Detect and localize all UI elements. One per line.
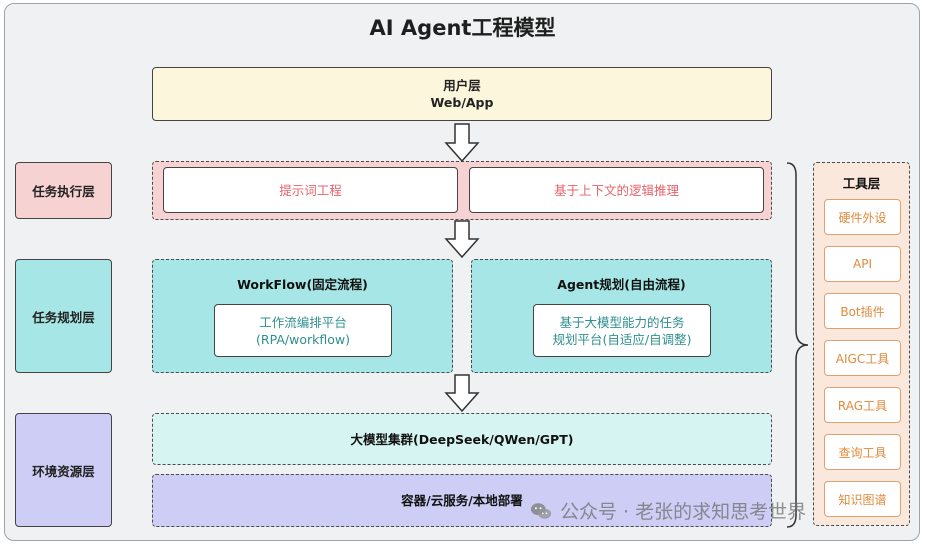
arrow-down-2	[444, 220, 480, 259]
workflow-title: WorkFlow(固定流程)	[237, 277, 368, 292]
right-brace	[786, 162, 809, 528]
agent-plan-title: Agent规划(自由流程)	[557, 277, 686, 292]
tool-aigc: AIGC工具	[824, 340, 901, 376]
model-cluster-text: 大模型集群(DeepSeek/QWen/GPT)	[350, 431, 574, 447]
tools-title: 工具层	[842, 176, 881, 191]
agent-plan-platform-line2: 规划平台(自适应/自调整)	[552, 331, 692, 347]
layer-label-task-plan: 任务规划层	[15, 259, 112, 373]
arrow-down-3	[444, 374, 480, 413]
infra-text: 容器/云服务/本地部署	[401, 493, 523, 508]
agent-plan-platform-box: 基于大模型能力的任务 规划平台(自适应/自调整)	[533, 304, 711, 357]
infra-box: 容器/云服务/本地部署	[152, 474, 772, 527]
prompt-engineering-box: 提示词工程	[163, 167, 458, 213]
watermark-text: 公众号 · 老张的求知思考世界	[560, 501, 807, 523]
layer-label-task-exec: 任务执行层	[15, 162, 112, 219]
layer-label-env-res: 环境资源层	[15, 413, 112, 527]
tool-query: 查询工具	[824, 434, 901, 470]
context-reasoning-box: 基于上下文的逻辑推理	[469, 167, 764, 213]
diagram-title: AI Agent工程模型	[369, 16, 556, 40]
user-layer-subtitle: Web/App	[430, 95, 494, 110]
watermark: 公众号 · 老张的求知思考世界	[530, 497, 806, 524]
model-cluster-box: 大模型集群(DeepSeek/QWen/GPT)	[152, 413, 772, 465]
tool-bot-plugin: Bot插件	[824, 293, 901, 329]
agent-plan-platform-line1: 基于大模型能力的任务	[559, 314, 685, 330]
workflow-platform-line1: 工作流编排平台	[259, 314, 347, 330]
layer-label-task-plan-text: 任务规划层	[32, 309, 95, 325]
layer-label-task-exec-text: 任务执行层	[32, 184, 95, 199]
context-reasoning-text: 基于上下文的逻辑推理	[553, 182, 679, 198]
tool-rag: RAG工具	[824, 387, 901, 423]
workflow-platform-box: 工作流编排平台 (RPA/workflow)	[214, 304, 392, 357]
prompt-engineering-text: 提示词工程	[279, 182, 342, 198]
user-layer-title: 用户层	[443, 78, 481, 93]
workflow-platform-line2: (RPA/workflow)	[256, 331, 350, 347]
user-layer-box: 用户层 Web/App	[152, 67, 772, 121]
tool-hardware: 硬件外设	[824, 199, 901, 235]
tool-knowledge-graph: 知识图谱	[824, 481, 901, 517]
tool-api: API	[824, 246, 901, 282]
arrow-down-1	[444, 123, 480, 163]
wechat-icon	[530, 502, 552, 519]
layer-label-env-res-text: 环境资源层	[32, 463, 95, 479]
